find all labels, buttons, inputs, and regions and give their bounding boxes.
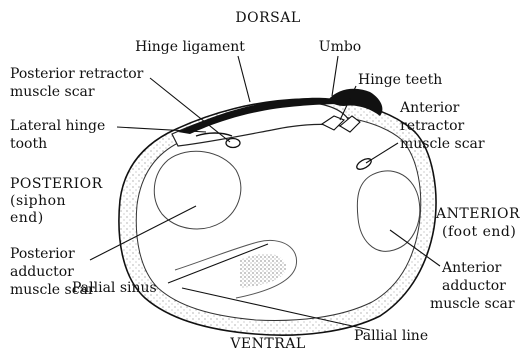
posterior-label: POSTERIOR (siphon end) xyxy=(10,176,108,226)
shell-valve xyxy=(119,99,436,335)
anterior-line-1: ANTERIOR xyxy=(435,206,520,222)
hinge-teeth-label: Hinge teeth xyxy=(358,72,442,88)
posterior-retractor-label: Posterior retractor muscle scar xyxy=(10,66,148,100)
anterior-adductor-line-2: adductor xyxy=(442,278,506,294)
anterior-adductor-line-3: muscle scar xyxy=(430,296,515,312)
posterior-adductor-line-1: Posterior xyxy=(10,246,75,262)
posterior-adductor-scar xyxy=(154,151,241,229)
leader-umbo xyxy=(332,56,338,96)
leader-hinge-ligament xyxy=(238,56,250,102)
anterior-retractor-label: Anterior retractor muscle scar xyxy=(399,100,485,152)
pallial-sinus-label: Pallial sinus xyxy=(72,280,157,296)
ventral-label: VENTRAL xyxy=(229,336,305,352)
anterior-retractor-line-1: Anterior xyxy=(399,100,460,116)
anterior-label: ANTERIOR (foot end) xyxy=(435,206,525,240)
lateral-hinge-line-1: Lateral hinge xyxy=(10,118,105,134)
anterior-line-2: (foot end) xyxy=(442,224,516,240)
anterior-adductor-label: Anterior adductor muscle scar xyxy=(430,260,515,312)
posterior-retractor-line-1: Posterior retractor xyxy=(10,66,144,82)
anterior-adductor-line-1: Anterior xyxy=(441,260,502,276)
posterior-line-1: POSTERIOR xyxy=(10,176,103,192)
pallial-line-label: Pallial line xyxy=(354,328,428,344)
lateral-hinge-tooth-label: Lateral hinge tooth xyxy=(10,118,110,152)
posterior-line-3: end) xyxy=(10,210,44,226)
hinge-ligament-label: Hinge ligament xyxy=(135,39,245,55)
umbo-label: Umbo xyxy=(319,39,361,55)
posterior-adductor-line-2: adductor xyxy=(10,264,74,280)
posterior-retractor-line-2: muscle scar xyxy=(10,84,95,100)
dorsal-label: DORSAL xyxy=(235,10,300,26)
anterior-retractor-line-3: muscle scar xyxy=(400,136,485,152)
posterior-line-2: (siphon xyxy=(10,193,66,209)
anterior-adductor-scar xyxy=(357,171,419,251)
lateral-hinge-line-2: tooth xyxy=(10,136,47,152)
anterior-retractor-line-2: retractor xyxy=(400,118,465,134)
